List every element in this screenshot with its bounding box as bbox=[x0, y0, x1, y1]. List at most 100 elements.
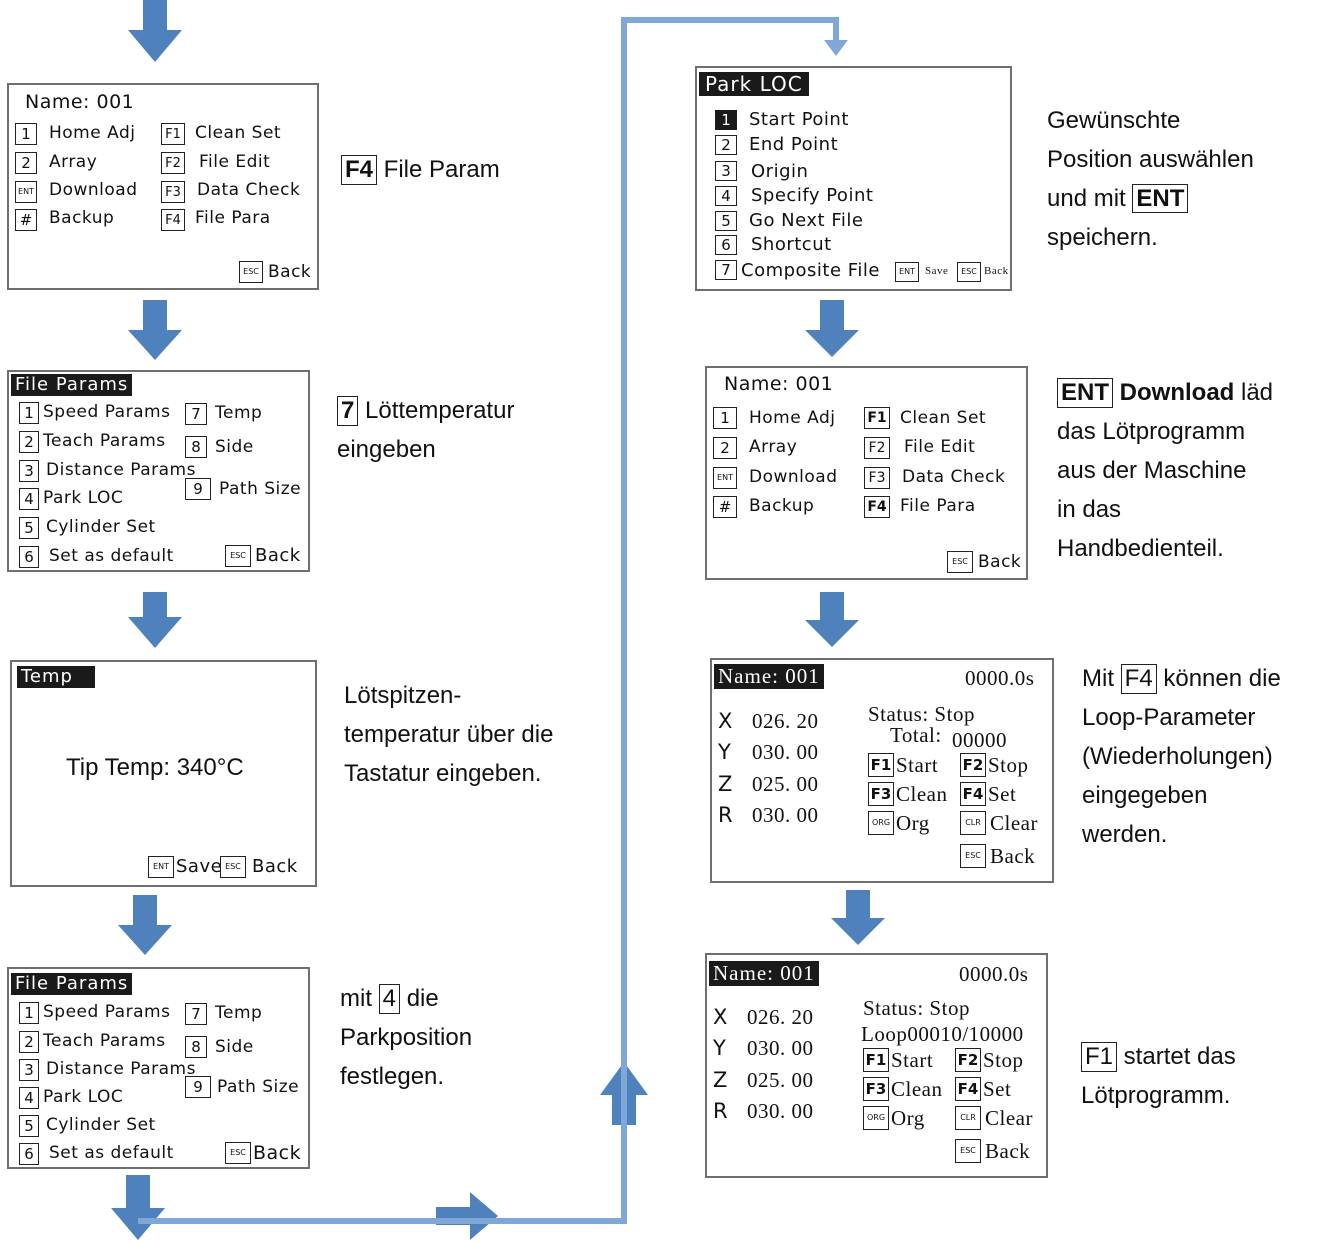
key-f2[interactable]: F2 bbox=[864, 437, 890, 459]
key-6[interactable]: 6 bbox=[715, 235, 737, 255]
key-ent[interactable]: ENT bbox=[15, 181, 37, 203]
key-2[interactable]: 2 bbox=[19, 431, 39, 453]
key-esc[interactable]: ESC bbox=[225, 545, 251, 567]
item-side: Side bbox=[215, 1037, 254, 1057]
key-5[interactable]: 5 bbox=[19, 517, 39, 539]
item-park-loc: Park LOC bbox=[43, 1087, 124, 1107]
key-f1[interactable]: F1 bbox=[863, 1048, 889, 1072]
key-badge-f4: F4 bbox=[1120, 664, 1157, 694]
key-f3[interactable]: F3 bbox=[161, 181, 185, 203]
menu-data-check: Data Check bbox=[197, 180, 301, 200]
temp-screen: Temp Tip Temp: 340°C ENT Save ESC Back bbox=[10, 660, 317, 887]
key-8[interactable]: 8 bbox=[185, 436, 207, 458]
key-clr[interactable]: CLR bbox=[960, 811, 986, 835]
key-2[interactable]: 2 bbox=[715, 135, 737, 155]
key-esc[interactable]: ESC bbox=[225, 1142, 251, 1164]
axis-y-value: 030. 00 bbox=[752, 740, 819, 764]
key-2[interactable]: 2 bbox=[15, 152, 37, 174]
key-6[interactable]: 6 bbox=[19, 1143, 39, 1165]
key-9[interactable]: 9 bbox=[185, 1076, 211, 1098]
key-2[interactable]: 2 bbox=[713, 437, 737, 459]
key-f4[interactable]: F4 bbox=[955, 1077, 981, 1101]
tip-temp: Tip Temp: 340°C bbox=[66, 754, 244, 781]
axis-x-label: X bbox=[713, 1005, 728, 1029]
key-1[interactable]: 1 bbox=[19, 402, 39, 424]
key-7[interactable]: 7 bbox=[185, 403, 207, 425]
key-f1[interactable]: F1 bbox=[864, 407, 890, 429]
key-f4[interactable]: F4 bbox=[161, 209, 185, 231]
key-f1[interactable]: F1 bbox=[161, 123, 185, 145]
key-esc[interactable]: ESC bbox=[947, 551, 973, 573]
total-value: 00000 bbox=[952, 728, 1007, 752]
key-6[interactable]: 6 bbox=[19, 546, 39, 568]
key-org[interactable]: ORG bbox=[863, 1106, 889, 1130]
screen-title: Park LOC bbox=[699, 72, 809, 96]
key-esc[interactable]: ESC bbox=[957, 262, 981, 282]
save-label: Save bbox=[176, 856, 223, 877]
status-text: Status: Stop bbox=[868, 702, 975, 726]
item-cylinder-set: Cylinder Set bbox=[46, 1115, 156, 1135]
key-f3[interactable]: F3 bbox=[863, 1077, 889, 1101]
menu-clean-set: Clean Set bbox=[900, 408, 987, 428]
desc-file-param: F4 File Param bbox=[341, 151, 500, 190]
item-specify-point: Specify Point bbox=[751, 185, 874, 206]
item-temp: Temp bbox=[215, 403, 263, 423]
menu-file-para: File Para bbox=[195, 208, 271, 228]
key-ent[interactable]: ENT bbox=[713, 467, 737, 489]
key-2[interactable]: 2 bbox=[19, 1031, 39, 1053]
clear-label: Clear bbox=[990, 811, 1038, 835]
down-arrow-8 bbox=[831, 890, 885, 945]
axis-r-value: 030. 00 bbox=[752, 803, 819, 827]
key-clr[interactable]: CLR bbox=[955, 1106, 981, 1130]
key-f2[interactable]: F2 bbox=[960, 753, 986, 777]
key-f2[interactable]: F2 bbox=[955, 1048, 981, 1072]
item-go-next-file: Go Next File bbox=[749, 210, 864, 231]
menu-file-edit: File Edit bbox=[199, 152, 271, 172]
key-esc[interactable]: ESC bbox=[960, 844, 986, 868]
key-org[interactable]: ORG bbox=[868, 811, 894, 835]
key-7[interactable]: 7 bbox=[715, 260, 737, 280]
item-side: Side bbox=[215, 437, 254, 457]
key-esc[interactable]: ESC bbox=[239, 261, 263, 283]
key-f3[interactable]: F3 bbox=[864, 467, 890, 489]
key-hash[interactable]: # bbox=[713, 496, 737, 518]
key-esc[interactable]: ESC bbox=[220, 856, 246, 878]
key-3[interactable]: 3 bbox=[715, 161, 737, 181]
key-badge-7: 7 bbox=[337, 396, 359, 426]
key-f1[interactable]: F1 bbox=[868, 753, 894, 777]
key-4[interactable]: 4 bbox=[19, 488, 39, 510]
menu-file-para: File Para bbox=[900, 496, 976, 516]
key-1[interactable]: 1 bbox=[713, 407, 737, 429]
key-1[interactable]: 1 bbox=[19, 1002, 39, 1024]
axis-z-value: 025. 00 bbox=[752, 772, 819, 796]
key-4[interactable]: 4 bbox=[715, 186, 737, 206]
key-5[interactable]: 5 bbox=[715, 211, 737, 231]
key-5[interactable]: 5 bbox=[19, 1115, 39, 1137]
desc-download: ENT Download läd das Lötprogramm aus der… bbox=[1057, 378, 1274, 562]
key-badge-f1: F1 bbox=[1081, 1042, 1118, 1072]
key-3[interactable]: 3 bbox=[19, 460, 39, 482]
key-3[interactable]: 3 bbox=[19, 1059, 39, 1081]
loop-counter: Loop00010/10000 bbox=[861, 1022, 1024, 1046]
key-f4[interactable]: F4 bbox=[864, 496, 890, 518]
connector-head bbox=[824, 40, 848, 56]
key-8[interactable]: 8 bbox=[185, 1036, 207, 1058]
key-ent[interactable]: ENT bbox=[148, 856, 174, 878]
key-ent[interactable]: ENT bbox=[895, 262, 919, 282]
key-9[interactable]: 9 bbox=[185, 478, 211, 500]
down-arrow-5 bbox=[111, 1175, 165, 1240]
key-4[interactable]: 4 bbox=[19, 1087, 39, 1109]
key-7[interactable]: 7 bbox=[185, 1003, 207, 1025]
key-f4[interactable]: F4 bbox=[960, 782, 986, 806]
menu-array: Array bbox=[749, 437, 798, 457]
key-hash[interactable]: # bbox=[15, 209, 37, 231]
key-1[interactable]: 1 bbox=[15, 123, 37, 145]
key-f2[interactable]: F2 bbox=[161, 152, 185, 174]
key-1[interactable]: 1 bbox=[715, 110, 737, 130]
key-esc[interactable]: ESC bbox=[955, 1139, 981, 1163]
axis-y-label: Y bbox=[718, 740, 732, 764]
item-set-as-default: Set as default bbox=[49, 546, 174, 566]
connector-line bbox=[138, 17, 839, 1224]
key-f3[interactable]: F3 bbox=[868, 782, 894, 806]
file-params-screen-2: File Params 1 Speed Params 2 Teach Param… bbox=[7, 967, 310, 1169]
